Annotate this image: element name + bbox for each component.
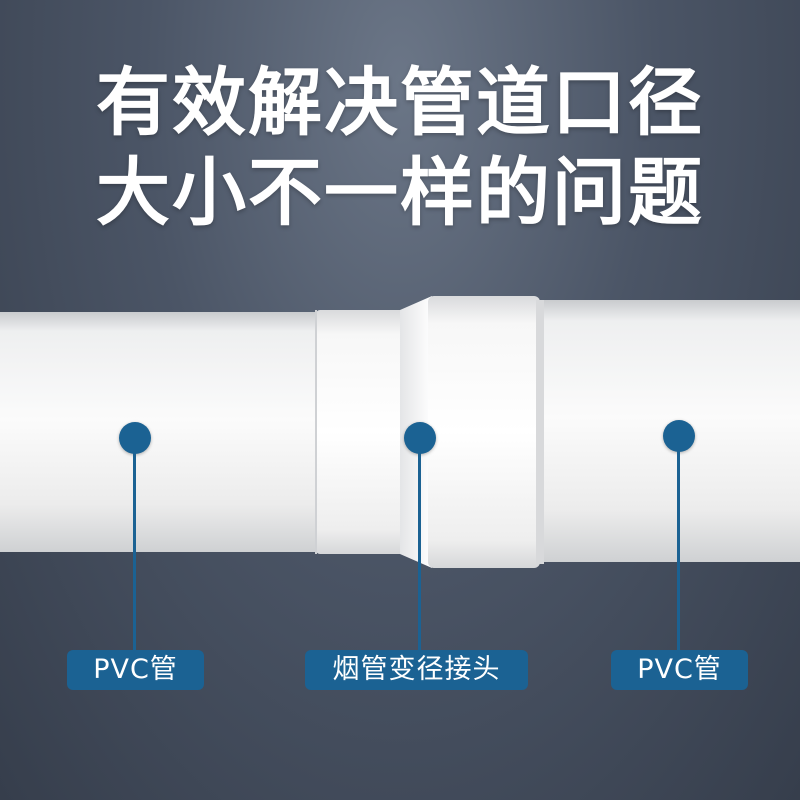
label-pvc-pipe-right: PVC管 [611, 650, 748, 690]
left-pvc-pipe [0, 312, 330, 552]
right-pvc-pipe [520, 300, 800, 562]
headline: 有效解决管道口径 大小不一样的问题 [0, 58, 800, 238]
callout-line-right [677, 450, 680, 650]
label-reducer-fitting: 烟管变径接头 [305, 650, 528, 690]
label-pvc-pipe-left: PVC管 [67, 650, 204, 690]
reducer-large-collar [428, 296, 540, 568]
callout-dot-left [119, 422, 151, 454]
callout-line-center [418, 452, 421, 650]
callout-dot-right [663, 420, 695, 452]
headline-line-2: 大小不一样的问题 [96, 150, 704, 236]
callout-line-left [133, 452, 136, 650]
reducer-small-collar [316, 310, 416, 554]
headline-line-1: 有效解决管道口径 [96, 60, 704, 146]
callout-dot-center [404, 422, 436, 454]
